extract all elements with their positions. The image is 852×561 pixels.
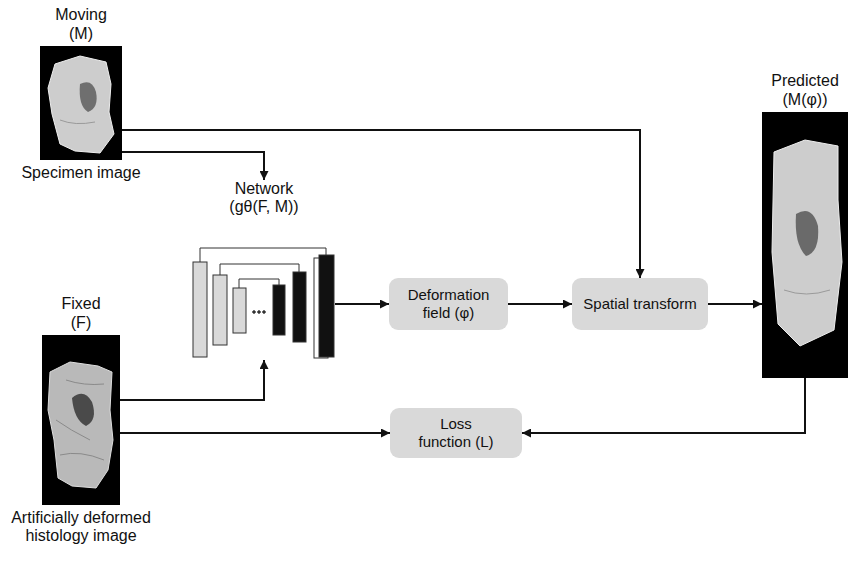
tissue-texture [56,380,104,460]
tissue-spot [80,82,97,112]
tissue-spot [72,394,94,426]
process-box: Deformation field (φ) [389,278,508,330]
image-panel: Fixed (F)Artificially deformed histology… [42,335,120,505]
image-ground [40,46,122,160]
flow-arrow [122,130,640,278]
network-block: Network (gθ(F, M)) [193,180,335,360]
network-illustration [193,248,334,358]
flow-arrow [335,303,389,305]
box-label: Deformation field (φ) [396,286,501,322]
box-label: Loss function (L) [412,415,500,451]
ellipsis-dot [253,311,256,314]
flow-arrow [120,432,390,434]
image-heading: Predicted (M(φ)) [763,72,847,109]
image-heading: Fixed (F) [55,295,107,332]
tissue-shape [48,56,114,153]
ellipsis-dot [263,311,266,314]
image-heading: Moving (M) [50,6,112,43]
image-ground [42,335,120,505]
flow-arrow [122,152,264,180]
skip-connection [220,264,299,275]
encoder-layer [193,262,207,357]
ellipsis-dot [258,311,261,314]
image-caption: Specimen image [15,164,147,182]
image-ground [762,112,848,378]
box-label: Spatial transform [583,295,696,313]
process-box: Spatial transform [572,278,708,330]
decoder-layer [273,285,285,335]
flow-arrow [708,303,762,305]
tissue-shape [48,362,113,488]
image-panel: Predicted (M(φ)) [762,112,848,378]
network-heading: Network (gθ(F, M)) [214,180,314,217]
image-caption: Artificially deformed histology image [3,509,159,546]
process-box: Loss function (L) [390,408,522,458]
tissue-texture [784,290,830,294]
tissue-shape [772,140,842,346]
flow-arrow [522,378,805,433]
tissue-spot [796,211,819,256]
decoder-layer [319,255,334,357]
encoder-layer [233,288,246,333]
tissue-texture [60,120,95,124]
decoder-layer [293,272,306,342]
image-panel: Moving (M)Specimen image [40,46,122,160]
flow-arrow [120,360,264,400]
encoder-layer [213,275,227,345]
skip-connection [200,248,326,262]
flow-arrow [508,303,572,305]
